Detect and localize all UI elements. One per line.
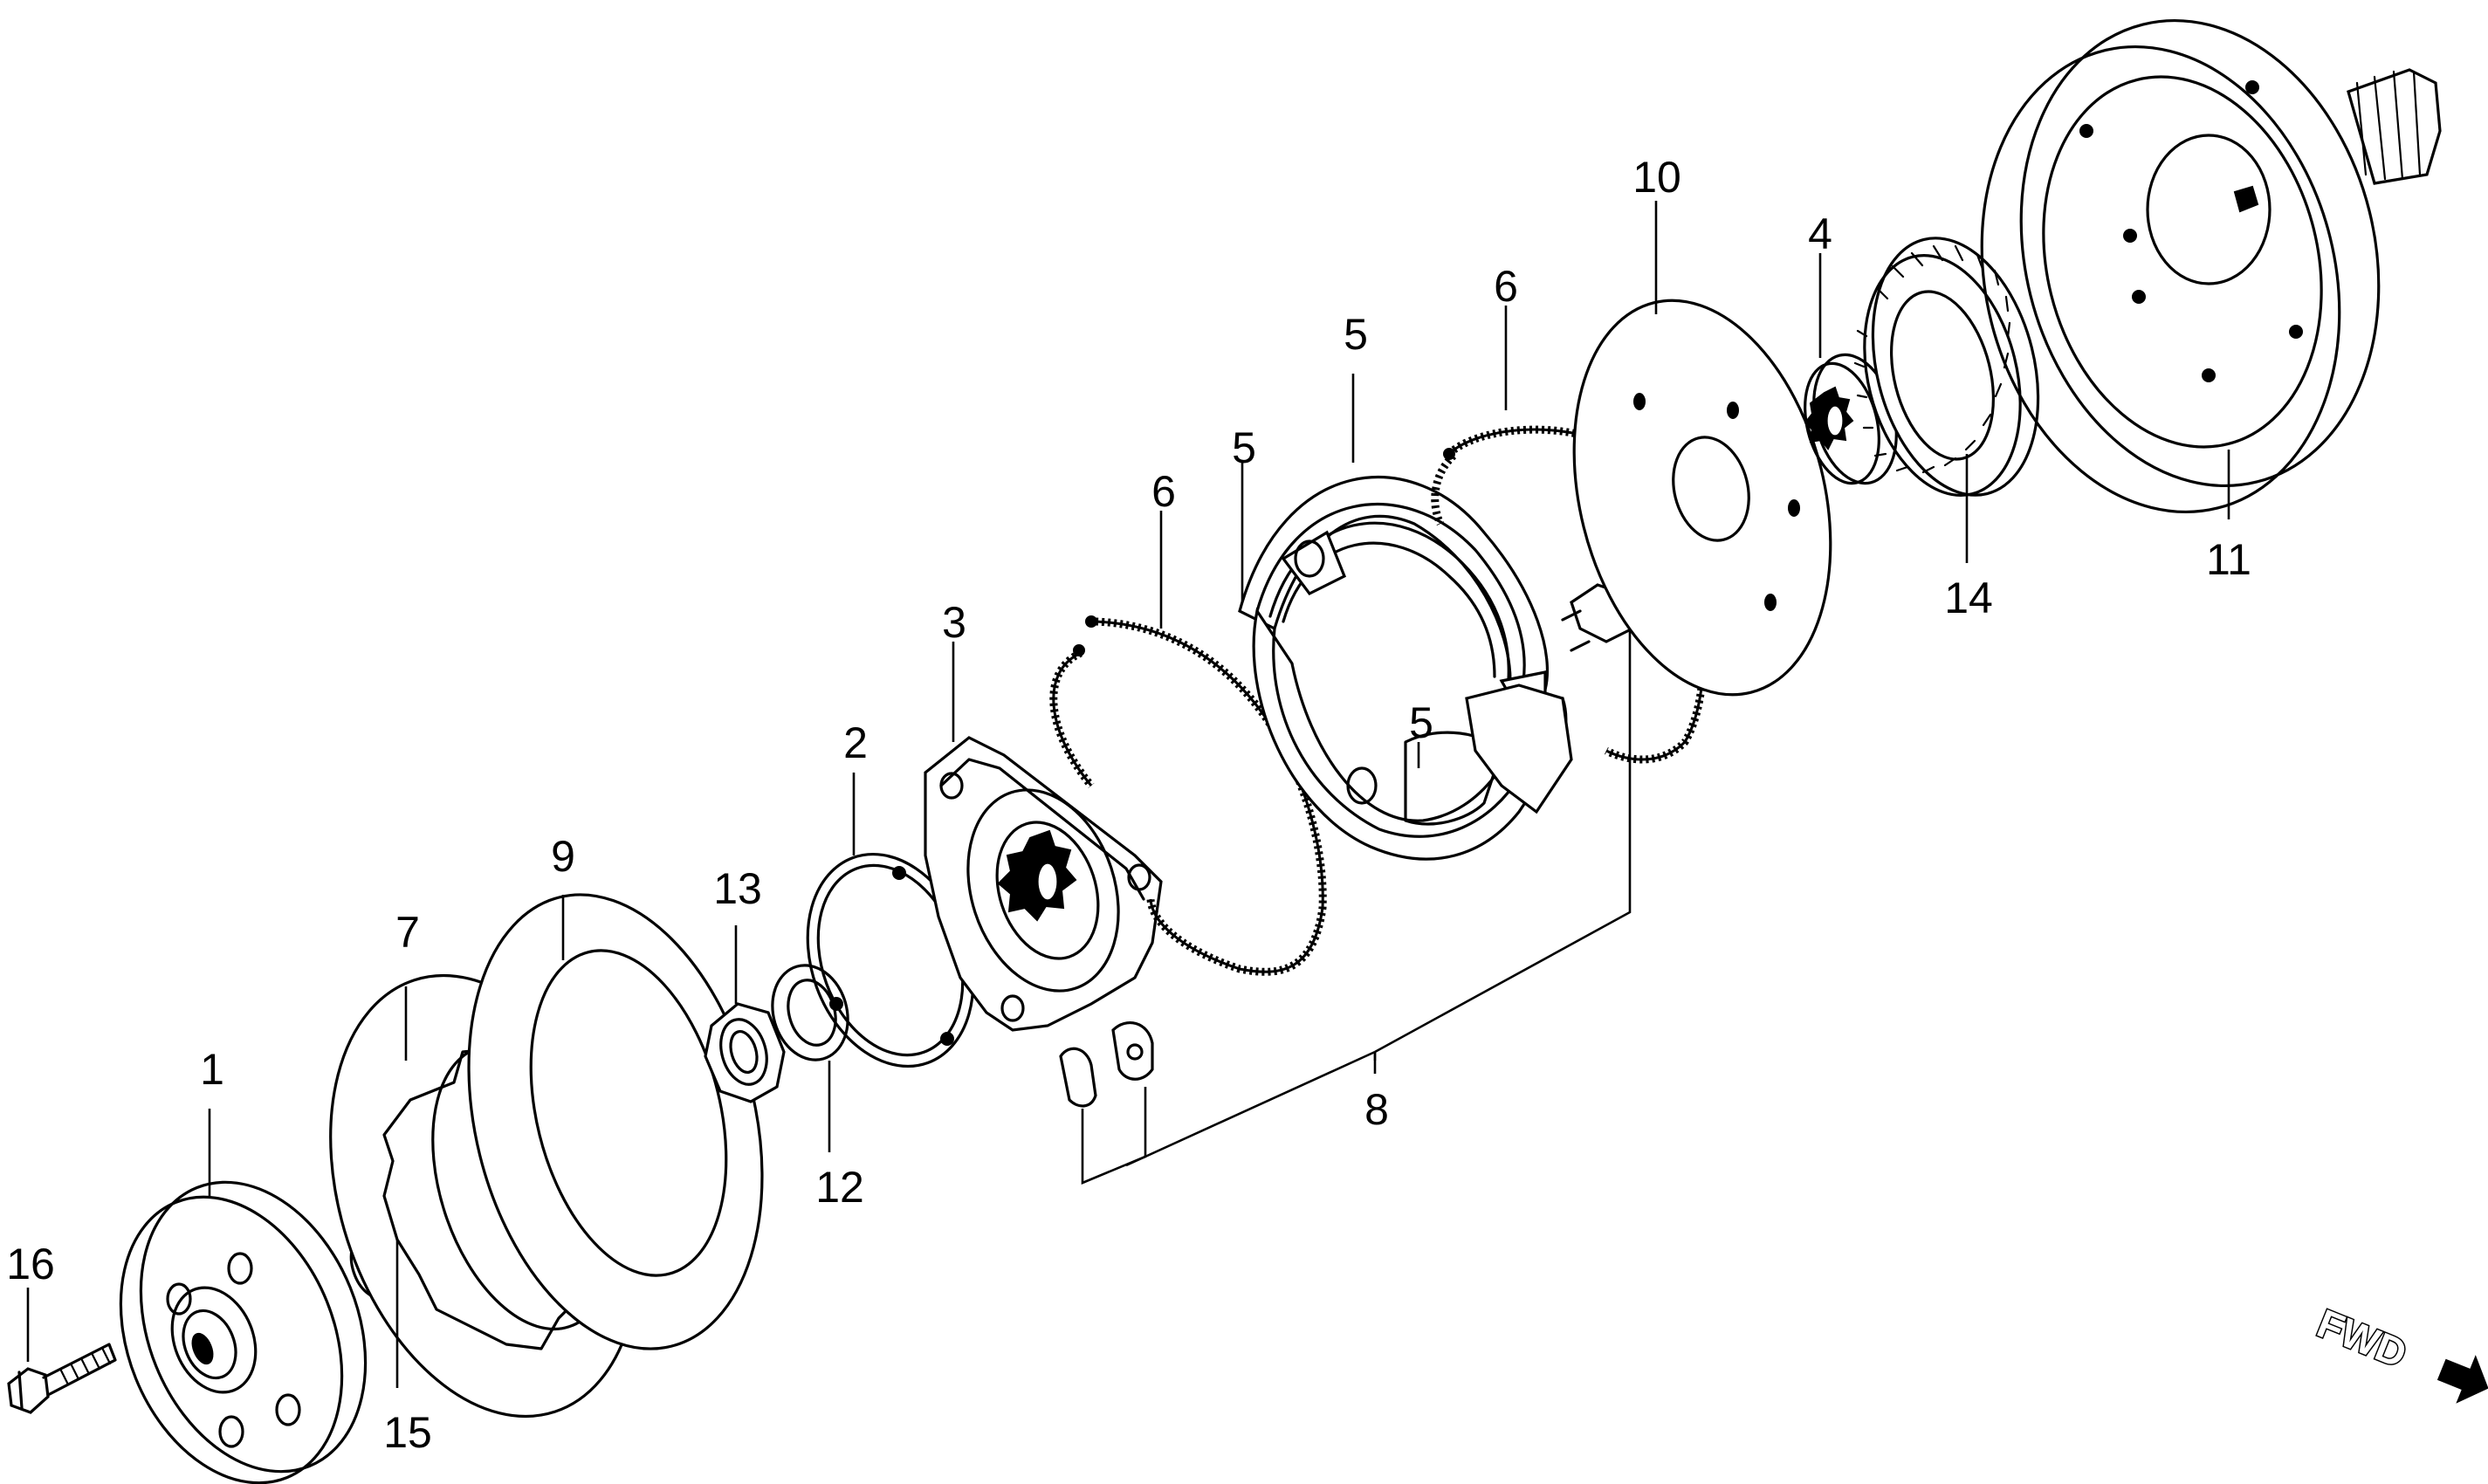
part-16-bolt [7, 1343, 117, 1414]
part-13-nut [704, 1002, 786, 1103]
part-5-clutch-shoe-lower [1252, 539, 1573, 861]
callout-11: 11 [2206, 535, 2251, 584]
part-9-plate [467, 893, 764, 1350]
fwd-label: FWD [2312, 1300, 2414, 1376]
callout-15: 15 [383, 1408, 432, 1457]
callout-6-rear: 6 [1494, 262, 1518, 311]
part-3-weight-carrier [924, 736, 1163, 1032]
part-11-clutch-outer [1980, 18, 2442, 514]
part-10-side-plate [1572, 299, 1832, 697]
callout-5-top: 5 [1344, 310, 1368, 359]
callout-16: 16 [6, 1240, 55, 1288]
callout-2: 2 [843, 718, 868, 767]
fwd-arrow-icon [2436, 1355, 2488, 1404]
part-5-clutch-shoe-upper [1238, 476, 1549, 713]
callout-4: 4 [1808, 210, 1832, 258]
callout-9: 9 [551, 832, 575, 881]
callout-3: 3 [942, 598, 966, 647]
callout-5-middle: 5 [1232, 423, 1256, 472]
part-4-inner-race [1804, 353, 1898, 485]
callout-6-front: 6 [1151, 467, 1176, 516]
callout-10: 10 [1632, 153, 1681, 202]
callout-5-lower: 5 [1409, 698, 1433, 747]
leader-lines [26, 201, 2230, 1388]
callout-13: 13 [713, 864, 762, 913]
callout-14: 14 [1944, 574, 1993, 622]
callout-1: 1 [200, 1045, 224, 1094]
forward-direction-indicator: FWD [2310, 1299, 2488, 1404]
part-6-spring-front [1049, 615, 1327, 976]
part-1-drive-plate [119, 1180, 368, 1484]
part-8-pin-set [1059, 583, 1634, 1108]
callout-12: 12 [815, 1163, 864, 1212]
callout-labels: 16 1 15 7 9 13 12 2 3 6 5 5 5 6 10 4 14 … [6, 153, 2251, 1457]
callout-7: 7 [395, 908, 420, 957]
part-14-bearing [1853, 237, 2040, 497]
callout-8: 8 [1364, 1085, 1389, 1134]
